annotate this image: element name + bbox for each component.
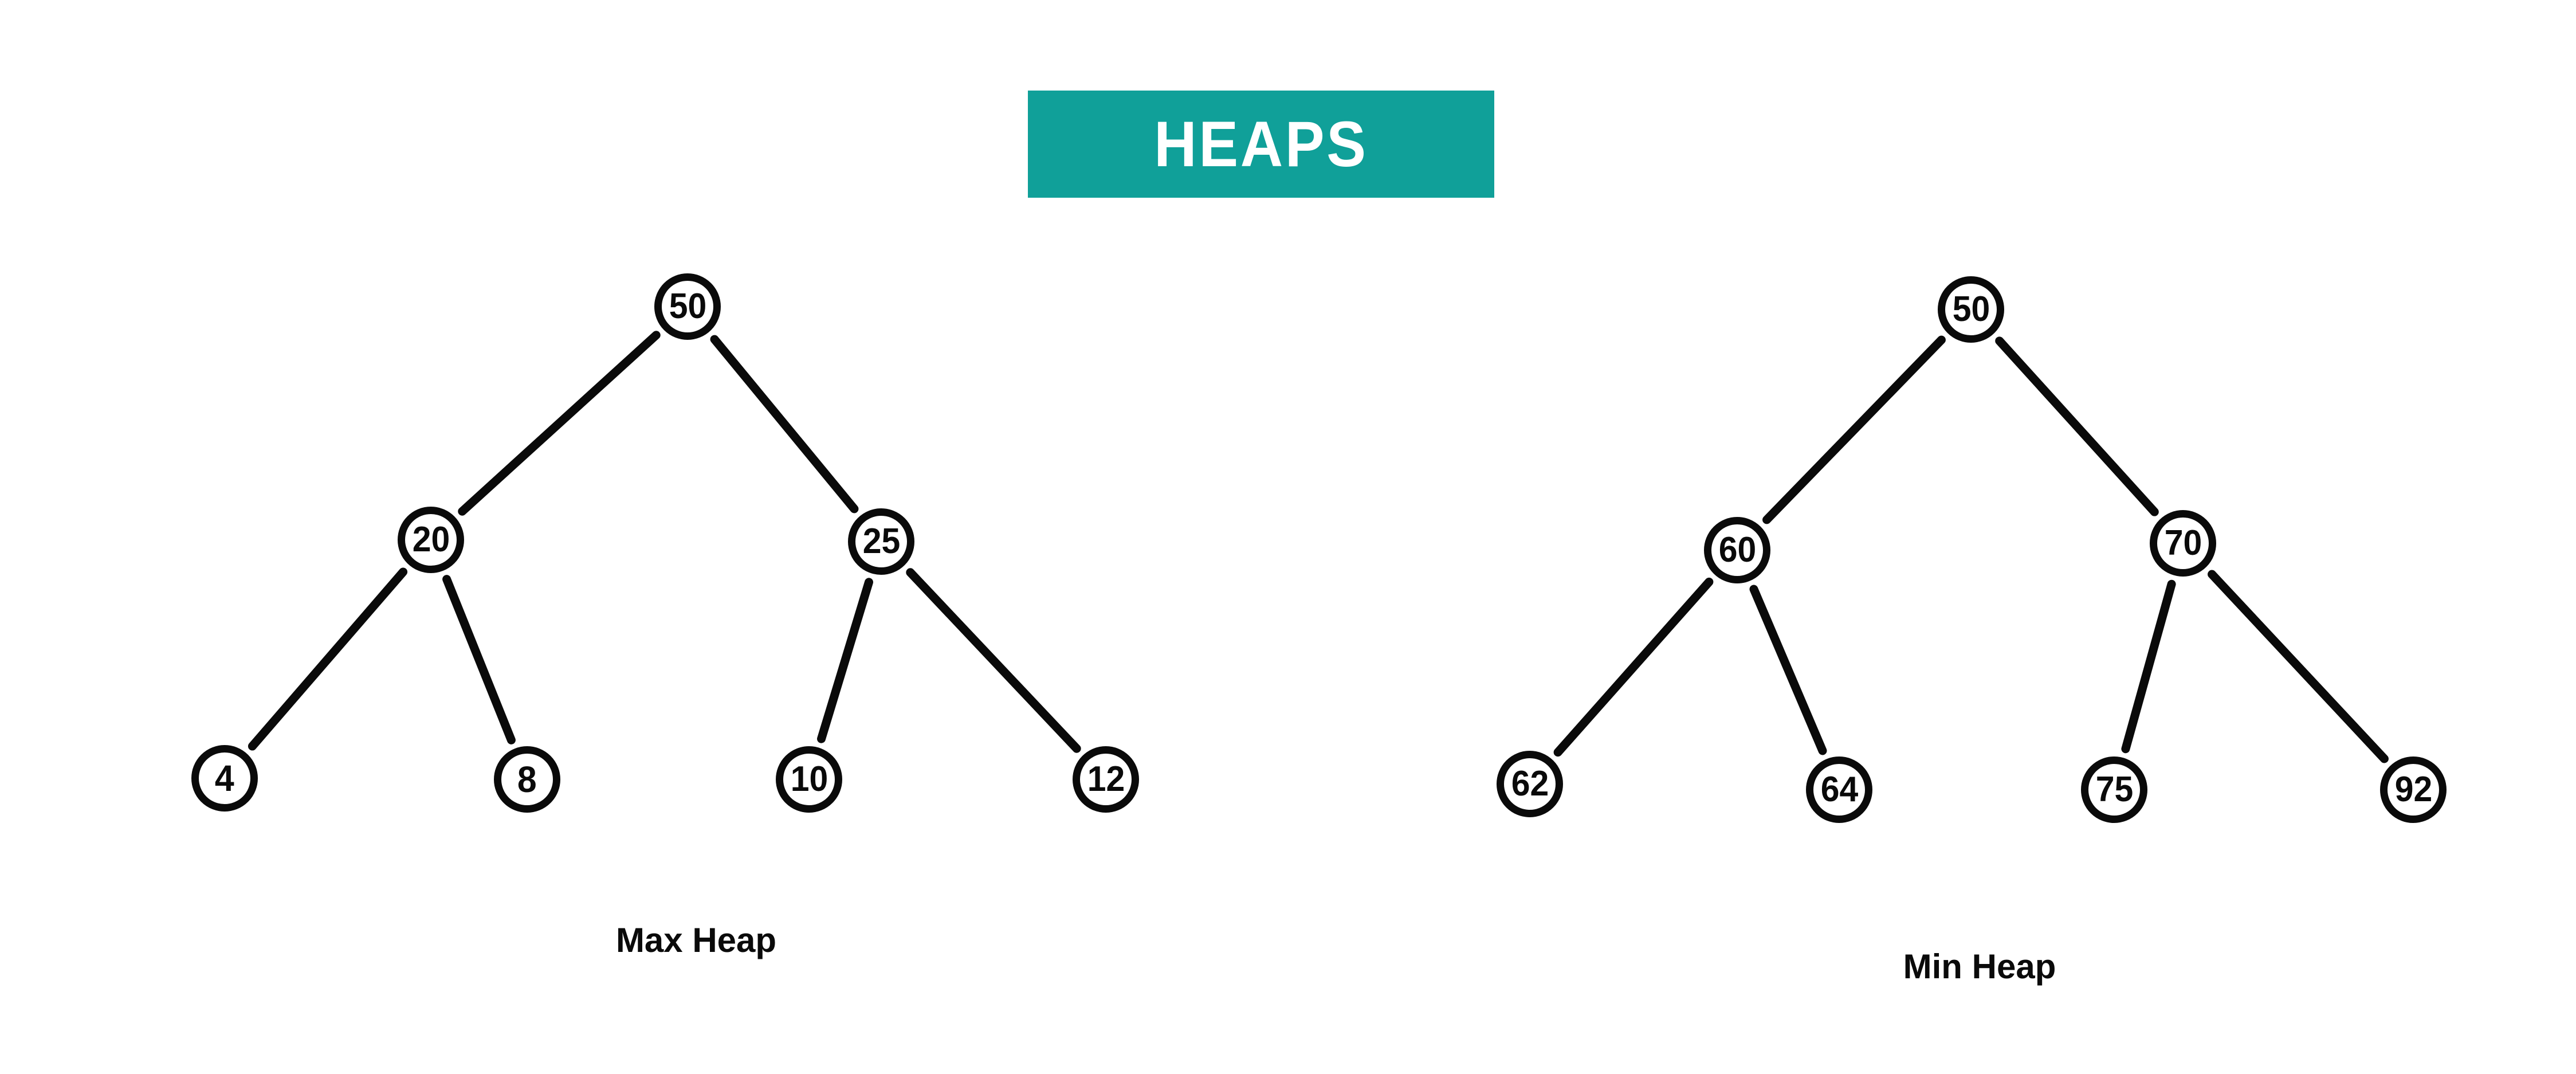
tree-node-64[interactable]: 64 bbox=[1806, 756, 1872, 823]
tree-caption-max-heap: Max Heap bbox=[615, 921, 777, 959]
tree-edge bbox=[1995, 336, 2159, 516]
tree-edge bbox=[1749, 585, 1827, 755]
tree-node-25[interactable]: 25 bbox=[848, 508, 914, 575]
title-banner: HEAPS bbox=[1028, 91, 1494, 198]
tree-node-value: 60 bbox=[1718, 530, 1756, 570]
tree-edge bbox=[816, 578, 874, 743]
tree-node-8[interactable]: 8 bbox=[494, 746, 560, 813]
tree-edge bbox=[710, 335, 859, 514]
tree-node-value: 64 bbox=[1820, 770, 1858, 809]
tree-node-12[interactable]: 12 bbox=[1073, 746, 1139, 813]
tree-node-value: 20 bbox=[412, 520, 450, 559]
tree-edge bbox=[2208, 570, 2389, 763]
tree-node-50[interactable]: 50 bbox=[1938, 276, 2004, 343]
tree-node-value: 92 bbox=[2394, 770, 2432, 809]
tree-node-value: 70 bbox=[2164, 523, 2202, 563]
tree-edge bbox=[248, 567, 408, 751]
tree-caption-min-heap: Min Heap bbox=[1903, 947, 2056, 986]
tree-node-62[interactable]: 62 bbox=[1497, 751, 1563, 817]
tree-node-70[interactable]: 70 bbox=[2150, 510, 2216, 577]
tree-node-value: 62 bbox=[1511, 764, 1549, 803]
tree-edge bbox=[1553, 577, 1714, 757]
tree-node-50[interactable]: 50 bbox=[654, 273, 721, 340]
tree-node-value: 8 bbox=[517, 759, 537, 800]
tree-node-75[interactable]: 75 bbox=[2081, 756, 2147, 823]
tree-node-10[interactable]: 10 bbox=[776, 746, 842, 813]
tree-edge bbox=[458, 331, 661, 516]
tree-node-value: 50 bbox=[669, 287, 706, 326]
tree-node-value: 25 bbox=[862, 522, 900, 561]
tree-edge bbox=[1762, 335, 1946, 524]
tree-node-value: 10 bbox=[790, 759, 828, 799]
tree-node-20[interactable]: 20 bbox=[398, 507, 464, 573]
tree-node-4[interactable]: 4 bbox=[191, 745, 258, 812]
tree-node-value: 50 bbox=[1952, 289, 1990, 329]
tree-edge bbox=[906, 568, 1081, 753]
tree-node-value: 75 bbox=[2095, 770, 2133, 809]
tree-node-value: 4 bbox=[215, 758, 234, 799]
title-text: HEAPS bbox=[1154, 108, 1368, 180]
tree-edge bbox=[442, 575, 516, 744]
tree-node-value: 12 bbox=[1087, 759, 1125, 799]
tree-node-92[interactable]: 92 bbox=[2380, 756, 2447, 823]
tree-edge bbox=[2121, 579, 2176, 754]
tree-node-60[interactable]: 60 bbox=[1704, 517, 1770, 583]
